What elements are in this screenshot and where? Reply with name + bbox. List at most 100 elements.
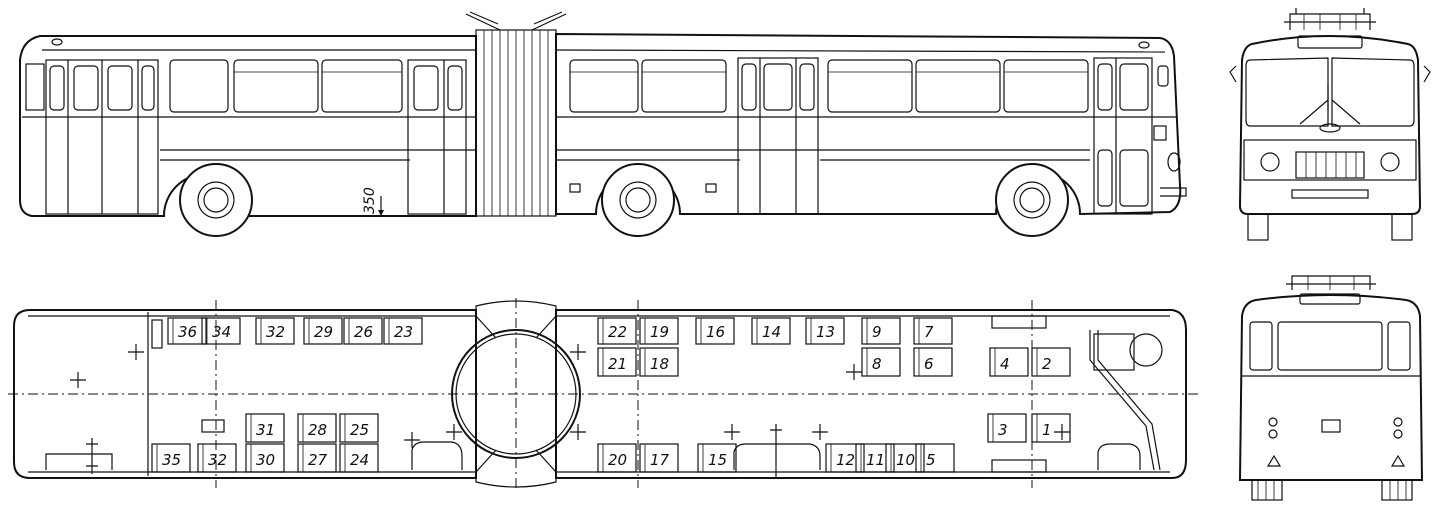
seat xyxy=(805,317,845,345)
seat-number: 1 xyxy=(1042,421,1052,439)
seat-number: 36 xyxy=(178,323,197,341)
seat xyxy=(597,317,637,345)
middle-door xyxy=(737,57,819,215)
wheel xyxy=(601,163,675,237)
seat xyxy=(255,317,295,345)
seat-number: 32 xyxy=(208,451,227,469)
seat-number: 15 xyxy=(708,451,727,469)
seat xyxy=(861,317,901,345)
seat-number: 22 xyxy=(608,323,627,341)
seat-number: 26 xyxy=(354,323,373,341)
seat-number: 8 xyxy=(872,355,882,373)
articulation-bellows xyxy=(465,11,567,217)
seat xyxy=(913,347,953,377)
side-window xyxy=(233,59,319,113)
wheel xyxy=(179,163,253,237)
seat-number: 7 xyxy=(924,323,934,341)
seat-number: 14 xyxy=(762,323,781,341)
seat-number: 27 xyxy=(308,451,328,469)
seat-number: 17 xyxy=(650,451,670,469)
side-window xyxy=(915,59,1001,113)
side-window xyxy=(827,59,913,113)
seat xyxy=(201,317,241,345)
seat-number: 3 xyxy=(998,421,1008,439)
seat-number: 25 xyxy=(350,421,369,439)
seat-number: 24 xyxy=(350,451,369,469)
front-grille xyxy=(1295,151,1365,179)
seat xyxy=(751,317,791,345)
seat xyxy=(885,443,925,473)
side-window xyxy=(1003,59,1089,113)
seat xyxy=(987,413,1027,443)
seat xyxy=(383,317,423,345)
seat xyxy=(913,317,953,345)
seat-number: 28 xyxy=(308,421,327,439)
seat xyxy=(245,413,285,443)
seat xyxy=(343,317,383,345)
side-window xyxy=(641,59,727,113)
seats-second-row: 21 18 8 6 4 2 xyxy=(597,347,1071,377)
seat-number: 30 xyxy=(256,451,275,469)
seat-number: 9 xyxy=(872,323,882,341)
seat xyxy=(639,317,679,345)
seat xyxy=(167,317,207,345)
seat-number: 21 xyxy=(608,355,627,373)
front-plan-outline xyxy=(555,309,1187,479)
rear-door-2 xyxy=(407,59,467,215)
rear-view xyxy=(1238,275,1424,501)
rear-body-outline xyxy=(1238,294,1424,481)
seat-number: 29 xyxy=(314,323,333,341)
seat-number: 32 xyxy=(266,323,285,341)
seat xyxy=(861,347,901,377)
seat-number: 5 xyxy=(926,451,936,469)
seat xyxy=(639,347,679,377)
seat-number: 16 xyxy=(706,323,725,341)
seats-top-row: 36 34 32 29 26 23 22 19 16 14 13 9 7 xyxy=(167,317,953,345)
seat-number: 31 xyxy=(256,421,275,439)
seat xyxy=(303,317,343,345)
front-door xyxy=(1093,57,1153,215)
seat xyxy=(1031,347,1071,377)
seat-number: 11 xyxy=(866,451,885,469)
seat xyxy=(989,347,1029,377)
front-view xyxy=(1229,8,1431,241)
dimension-label: 350 xyxy=(362,187,378,214)
seats-bottom-row: 35 32 30 27 24 20 17 15 12 11 10 5 xyxy=(151,443,955,473)
seat-number: 10 xyxy=(896,451,915,469)
seat xyxy=(855,443,895,473)
seat xyxy=(297,443,337,473)
side-window xyxy=(569,59,639,113)
seat-number: 12 xyxy=(836,451,855,469)
seat-number: 20 xyxy=(608,451,627,469)
seat-number: 6 xyxy=(924,355,934,373)
seat xyxy=(825,443,865,473)
seat-number: 23 xyxy=(394,323,413,341)
seat xyxy=(297,413,337,443)
seat xyxy=(697,443,737,473)
side-window xyxy=(321,59,403,113)
front-body-outline xyxy=(1238,35,1422,215)
seat-number: 34 xyxy=(212,323,231,341)
seat xyxy=(339,443,379,473)
seat-number: 13 xyxy=(816,323,835,341)
seat-number: 35 xyxy=(162,451,181,469)
seat xyxy=(339,413,379,443)
seat xyxy=(197,443,237,473)
seat xyxy=(597,443,637,473)
seat xyxy=(597,347,637,377)
side-window xyxy=(169,59,229,113)
seat xyxy=(639,443,679,473)
seat-number: 2 xyxy=(1042,355,1052,373)
seat-number: 4 xyxy=(1000,355,1010,373)
seat xyxy=(245,443,285,473)
seat-number: 19 xyxy=(650,323,669,341)
seat-number: 18 xyxy=(650,355,669,373)
rear-plan-outline xyxy=(13,309,477,479)
wheel xyxy=(995,163,1069,237)
seat xyxy=(915,443,955,473)
seat xyxy=(695,317,735,345)
seat xyxy=(151,443,191,473)
